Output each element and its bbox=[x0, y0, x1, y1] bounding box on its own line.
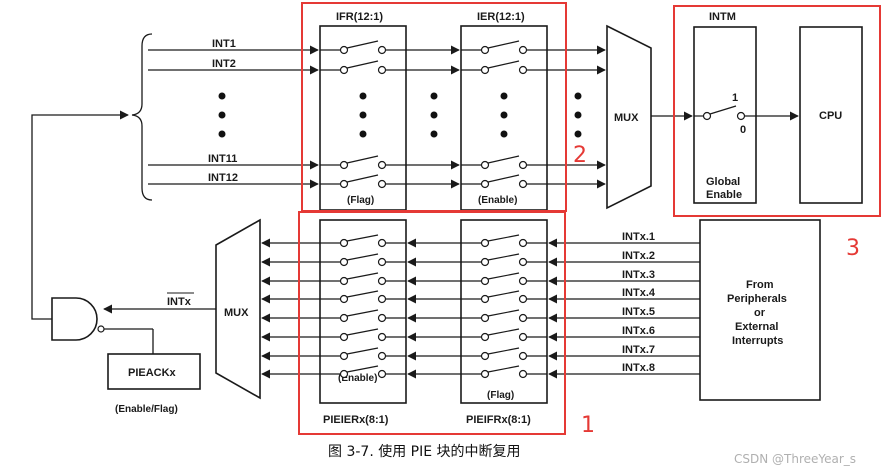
bottom-mux bbox=[215, 218, 261, 400]
ellipsis-dots-left bbox=[218, 92, 226, 138]
intx4-label: INTx.4 bbox=[622, 287, 656, 299]
ellipsis-dots-top bbox=[359, 92, 582, 138]
external-label: External bbox=[735, 321, 778, 333]
enable-flag-label: (Enable/Flag) bbox=[115, 404, 178, 415]
input-brace bbox=[131, 33, 153, 201]
intx2-label: INTx.2 bbox=[622, 250, 655, 262]
cpu-label: CPU bbox=[819, 110, 842, 122]
ier-enable-label: (Enable) bbox=[478, 195, 517, 206]
intx6-label: INTx.6 bbox=[622, 325, 655, 337]
intm-label: INTM bbox=[709, 11, 736, 23]
int12-label: INT12 bbox=[208, 172, 238, 184]
peripherals-label: Peripherals bbox=[727, 293, 787, 305]
global-label: Global bbox=[706, 176, 740, 188]
annotation-box-1 bbox=[298, 211, 566, 435]
cpu-box bbox=[799, 26, 863, 204]
annotation-number-1: 1 bbox=[581, 413, 595, 438]
intx1-label: INTx.1 bbox=[622, 231, 655, 243]
pieifr-to-pieier-lines bbox=[407, 238, 461, 379]
pieier-to-mux-lines bbox=[261, 238, 320, 379]
ifr-to-ier-lines bbox=[406, 45, 460, 189]
bottom-switches bbox=[320, 234, 547, 379]
ifr-label: IFR(12:1) bbox=[336, 11, 383, 23]
intm-switch-0: 0 bbox=[740, 124, 746, 136]
int11-label: INT11 bbox=[208, 153, 237, 165]
intm-box bbox=[693, 26, 757, 204]
annotation-number-2: 2 bbox=[573, 143, 587, 168]
pieifrx-register-box bbox=[460, 219, 548, 404]
annotation-number-3: 3 bbox=[846, 236, 860, 261]
figure-caption: 图 3-7. 使用 PIE 块的中断复用 bbox=[328, 443, 521, 460]
or-label: or bbox=[754, 307, 766, 319]
from-label: From bbox=[746, 279, 774, 291]
csdn-watermark: CSDN @ThreeYear_s bbox=[734, 452, 856, 466]
and-gate bbox=[51, 297, 98, 341]
bottom-mux-label: MUX bbox=[224, 307, 249, 319]
top-switches bbox=[320, 40, 547, 189]
intx8-label: INTx.8 bbox=[622, 362, 655, 374]
intm-switch bbox=[694, 105, 746, 121]
top-mux bbox=[606, 24, 652, 210]
pieackx-label: PIEACKx bbox=[128, 367, 177, 379]
intx3-label: INTx.3 bbox=[622, 269, 655, 281]
and-gate-inverter-bubble bbox=[97, 325, 105, 333]
intx-output-label: INTx bbox=[167, 296, 192, 308]
pieackx-box bbox=[107, 353, 201, 390]
pieifrx-label: PIEIFRx(8:1) bbox=[466, 414, 531, 426]
top-int-lines bbox=[148, 45, 319, 189]
annotation-box-3 bbox=[673, 5, 881, 217]
intx-input-lines bbox=[548, 238, 700, 379]
ier-to-mux-lines bbox=[547, 45, 606, 189]
intx5-label: INTx.5 bbox=[622, 306, 655, 318]
ifr-flag-label: (Flag) bbox=[347, 195, 374, 206]
intx7-label: INTx.7 bbox=[622, 344, 655, 356]
ier-label: IER(12:1) bbox=[477, 11, 525, 23]
annotation-box-2 bbox=[301, 2, 567, 212]
from-peripherals-box bbox=[699, 219, 821, 401]
pieier-enable-label: (Enable) bbox=[338, 373, 377, 384]
pieierx-label: PIEIERx(8:1) bbox=[323, 414, 389, 426]
feedback-line bbox=[31, 110, 129, 320]
enable-label: Enable bbox=[706, 189, 742, 201]
top-mux-label: MUX bbox=[614, 112, 639, 124]
int1-label: INT1 bbox=[212, 38, 236, 50]
int2-label: INT2 bbox=[212, 58, 236, 70]
pieierx-register-box bbox=[319, 219, 407, 404]
pieifr-flag-label: (Flag) bbox=[487, 390, 514, 401]
intm-switch-1: 1 bbox=[732, 92, 738, 104]
interrupts-label: Interrupts bbox=[732, 335, 783, 347]
